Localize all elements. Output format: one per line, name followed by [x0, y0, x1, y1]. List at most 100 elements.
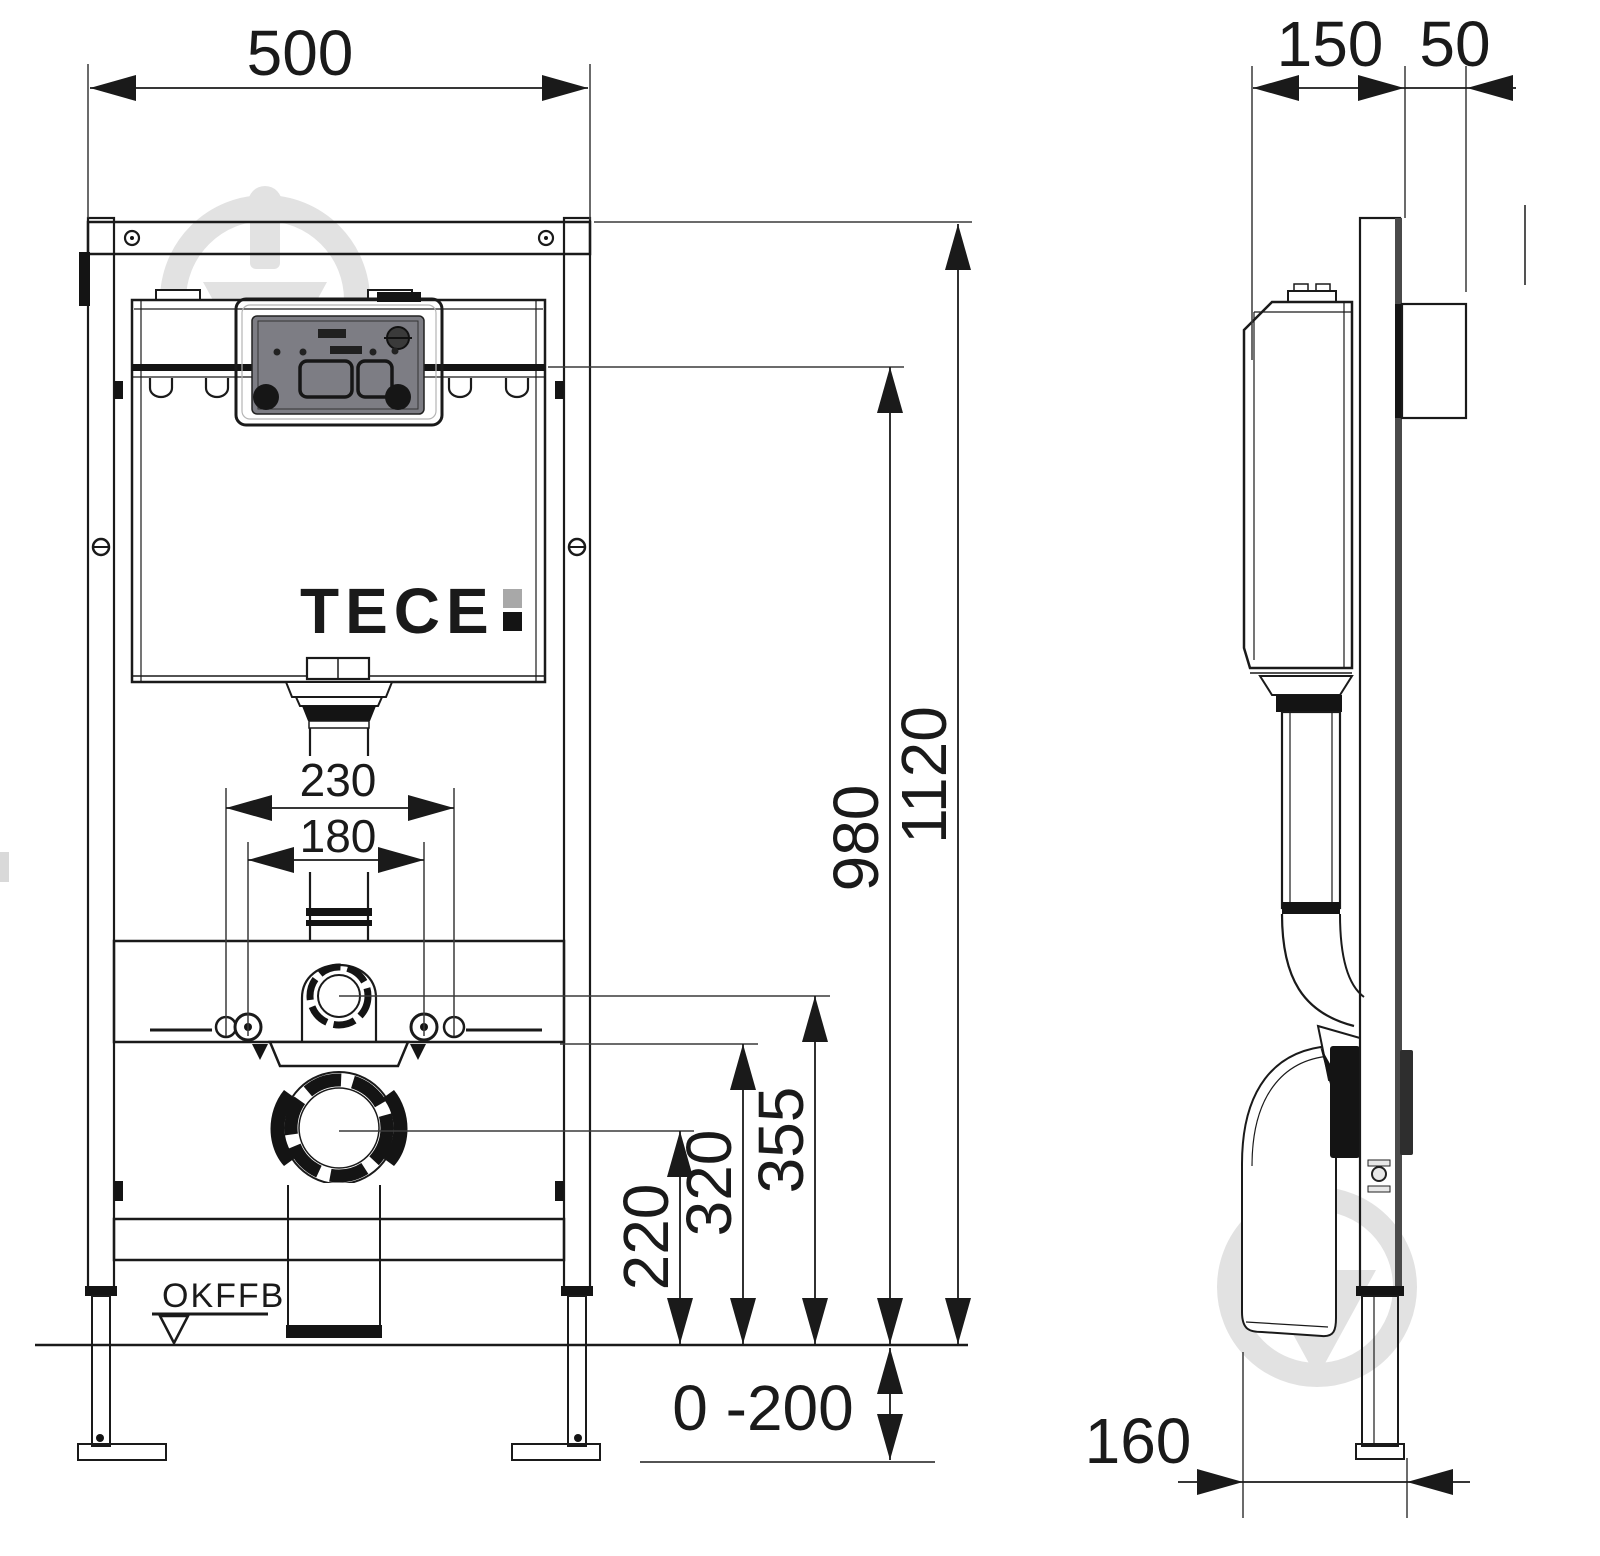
access-box-screw-right [385, 384, 411, 410]
cistern-hook-3 [447, 378, 473, 399]
side-wc-bracket [1330, 1046, 1360, 1158]
access-box [234, 292, 444, 427]
side-flush-plate-strip [1395, 304, 1403, 418]
arrow-320-up [730, 1044, 756, 1090]
arrow-160-right [1407, 1469, 1453, 1495]
flush-outlet-assembly [284, 656, 394, 756]
side-rail-edge [1395, 218, 1402, 1290]
arrow-180-left [248, 847, 294, 873]
drain-pipe-fill [287, 1183, 381, 1333]
dim-rod-spacing-outer: 230 [300, 754, 377, 806]
arrow-180-right [378, 847, 424, 873]
arrow-1120-up [945, 224, 971, 270]
drain-clamp-left [270, 1090, 295, 1166]
arrow-230-right [408, 795, 454, 821]
side-leg-lock-screw [1371, 1166, 1387, 1182]
side-drain-bend-inner-arc [1251, 1055, 1331, 1167]
dimension-annotations-front: 500 230 180 220 320 355 [35, 17, 972, 1463]
arrow-980-up [877, 367, 903, 413]
right-leg [567, 1295, 587, 1447]
left-leg-joint [85, 1286, 117, 1296]
side-flush-pipe-seal [1282, 902, 1340, 914]
outlet-seal-dark [302, 706, 376, 721]
crossbar-screw-right-dot [544, 236, 548, 240]
right-leg-joint [561, 1286, 593, 1296]
left-foot-plate [77, 1443, 167, 1461]
arrow-160-left [1197, 1469, 1243, 1495]
arrow-0-200-down [877, 1414, 903, 1460]
side-rail [1358, 216, 1402, 1292]
side-leg-joint [1356, 1286, 1404, 1296]
column-clip-upper-left [114, 381, 123, 399]
front-legs [91, 1295, 587, 1447]
outlet-flange [284, 681, 394, 698]
left-leg [91, 1295, 111, 1447]
dim-rod-spacing-inner: 180 [300, 810, 377, 862]
side-rear-bracket [1400, 1050, 1413, 1155]
arrow-0-200-up [877, 1348, 903, 1394]
arrow-355-down [802, 1298, 828, 1344]
dim-flush-unit-depth: 50 [1419, 8, 1490, 80]
right-foot-plate [511, 1443, 601, 1461]
frame-left-column [86, 216, 116, 1292]
push-rod-window-right [356, 359, 394, 399]
arrow-230-left [226, 795, 272, 821]
drain-pipe-end [286, 1325, 382, 1338]
access-box-rim [241, 304, 437, 420]
flush-pipe-lower-fill [308, 872, 370, 942]
dim-frame-depth: 150 [1277, 8, 1384, 80]
side-drain-bend-inner-bottom [1245, 1321, 1329, 1328]
arrow-150-left [1253, 75, 1299, 101]
side-drain-bend [1241, 1044, 1337, 1338]
arrow-150-right [1358, 75, 1404, 101]
arrow-50-right [1467, 75, 1513, 101]
access-box-panel [251, 315, 425, 415]
floor-level-label: OKFFB [162, 1277, 285, 1315]
dim-base-depth: 160 [1085, 1405, 1192, 1477]
watermark-edge-fragment [0, 852, 9, 882]
arrow-355-up [802, 996, 828, 1042]
drain-bracket-nub-left [252, 1044, 268, 1060]
arrow-1120-down [945, 1298, 971, 1344]
tece-logo-square-top [503, 589, 522, 608]
column-clip-upper-right [555, 381, 564, 399]
left-leg-bolt [96, 1434, 104, 1442]
drain-clamp-right [383, 1090, 408, 1166]
front-feet [77, 1443, 601, 1461]
outlet-step [294, 696, 384, 707]
panel-dot-3 [369, 348, 377, 356]
tece-logo-square-bottom [503, 612, 522, 631]
arrow-500-right [542, 75, 588, 101]
column-clip-lower-right [555, 1181, 564, 1201]
column-clip-lower-left [114, 1181, 123, 1201]
dim-frame-width: 500 [247, 17, 354, 89]
cistern-hook-1 [148, 378, 174, 399]
panel-dot-1 [273, 348, 281, 356]
crossbar-screw-left-dot [130, 236, 134, 240]
arrow-320-down [730, 1298, 756, 1344]
dim-cistern-band-height: 980 [820, 785, 892, 892]
arrow-220-up [667, 1131, 693, 1177]
access-box-outer [234, 297, 444, 427]
tece-logo-text: TECE [300, 575, 495, 647]
arrow-220-down [667, 1298, 693, 1344]
dim-outlet-center-height: 220 [610, 1184, 682, 1291]
watermark-handle-stem [250, 203, 280, 269]
lower-crossbar [112, 1217, 566, 1262]
side-view [1241, 205, 1526, 1460]
side-outlet-seal [1276, 695, 1342, 712]
cistern-hook-4 [504, 378, 530, 399]
drain-bracket [268, 1040, 410, 1068]
panel-dot-2 [299, 348, 307, 356]
side-outlet-flange [1258, 675, 1354, 696]
side-leg-lock-mark-1 [1367, 1159, 1391, 1167]
side-cistern-tank [1242, 300, 1354, 670]
side-leg [1361, 1295, 1399, 1447]
right-leg-bolt [574, 1434, 582, 1442]
flush-pipe-seal-1 [306, 908, 372, 916]
cistern-hook-2 [204, 378, 230, 399]
frame-right-column [562, 216, 592, 1292]
drain-bracket-nub-right [410, 1044, 426, 1060]
